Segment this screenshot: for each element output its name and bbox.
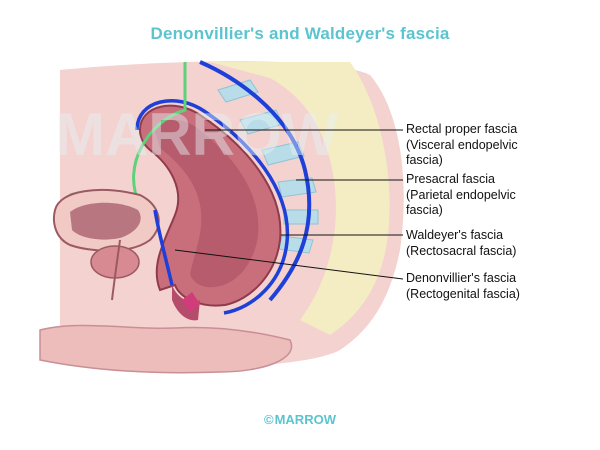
label-line: fascia) [406, 153, 443, 167]
brand-name: MARROW [274, 412, 336, 427]
label-line: (Rectosacral fascia) [406, 243, 517, 258]
denonvilliers-fascia [153, 209, 174, 286]
bladder-inner [70, 202, 141, 240]
label-line: Presacral fascia [406, 172, 495, 186]
rectal-proper-fascia [135, 98, 290, 315]
label-denonvilliers-fascia: Denonvillier's fascia (Rectogenital fasc… [406, 271, 520, 302]
label-line: Waldeyer's fascia [406, 228, 504, 242]
rectal-lumen [155, 119, 259, 288]
watermark-text: MARROW [55, 101, 339, 168]
vertebra-5 [283, 209, 319, 225]
label-line: Rectal proper fascia [406, 122, 518, 136]
label-line: (Rectogenital fascia) [406, 286, 520, 301]
label-waldeyers-fascia: Waldeyer's fascia (Rectosacral fascia) [406, 228, 516, 259]
label-presacral-fascia: Presacral fascia (Parietal endopelvic fa… [406, 172, 516, 219]
footer-brand: ©MARROW [0, 412, 600, 427]
perineum-outline [39, 324, 293, 374]
label-line: Denonvillier's fascia [406, 271, 517, 285]
presacral-fascia [199, 60, 312, 302]
copyright-symbol: © [264, 412, 274, 427]
label-line: (Parietal endopelvic [406, 187, 516, 202]
leader-line-denonvilliers [174, 249, 404, 280]
label-rectal-proper-fascia: Rectal proper fascia (Visceral endopelvi… [406, 122, 518, 169]
anal-opening [182, 292, 200, 312]
vertebra-3 [261, 141, 305, 166]
label-line: fascia) [406, 203, 443, 217]
urethra-line [111, 239, 121, 301]
diagram-title: Denonvillier's and Waldeyer's fascia [150, 24, 450, 43]
label-line: (Visceral endopelvic [406, 137, 518, 152]
